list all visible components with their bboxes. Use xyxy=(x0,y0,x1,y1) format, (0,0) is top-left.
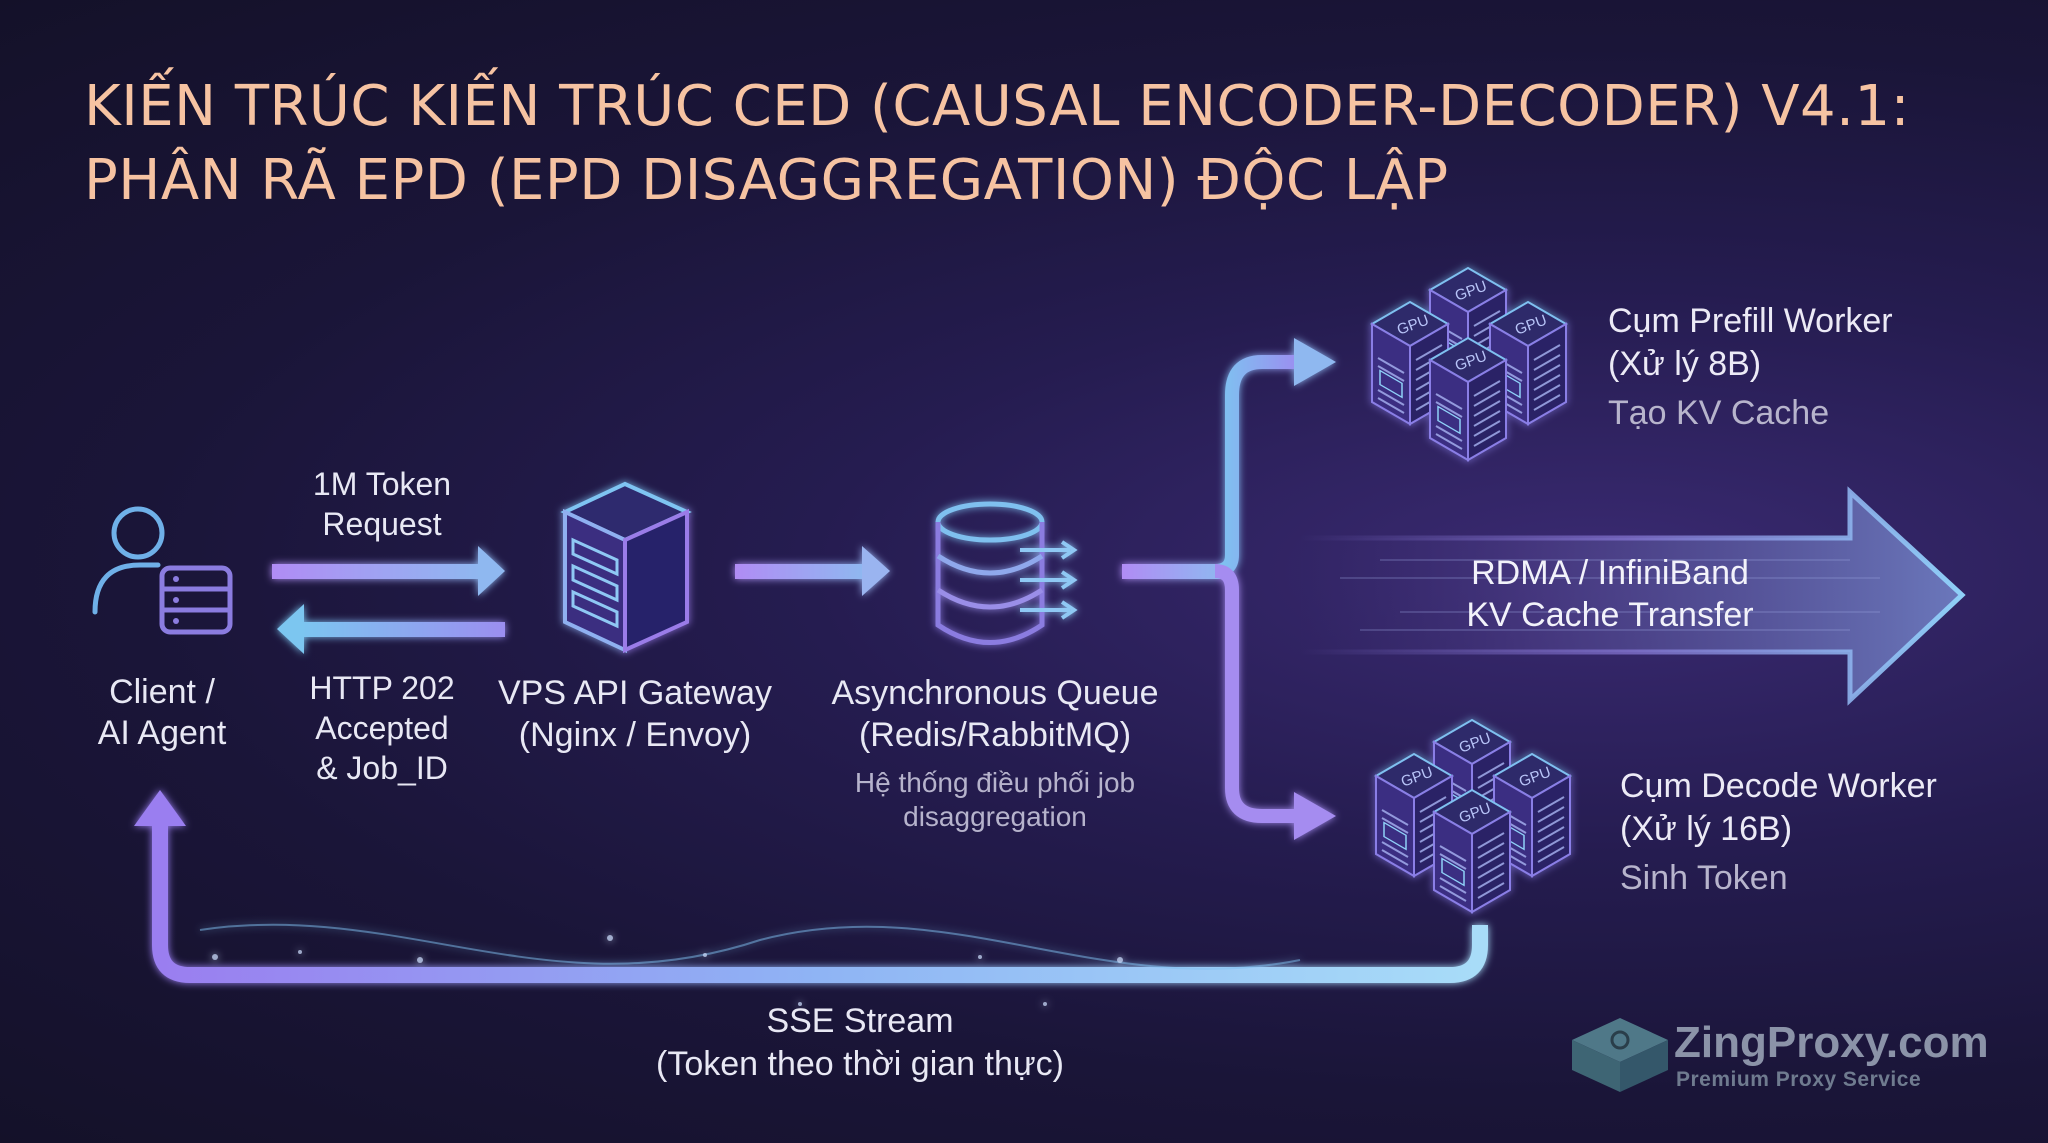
gateway-label: VPS API Gateway (Nginx / Envoy) xyxy=(480,672,790,756)
queue-split-arrows xyxy=(1122,338,1336,840)
rdma-big-arrow xyxy=(1297,486,1966,706)
response-label-line1: HTTP 202 xyxy=(309,670,455,706)
client-label-line1: Client / xyxy=(109,673,215,711)
sse-label-line1: SSE Stream xyxy=(766,1002,954,1040)
rdma-label: RDMA / InfiniBand KV Cache Transfer xyxy=(1410,552,1810,636)
gateway-label-line2: (Nginx / Envoy) xyxy=(518,716,752,754)
rdma-label-line1: RDMA / InfiniBand xyxy=(1471,554,1749,592)
response-label-line2: Accepted xyxy=(315,710,449,746)
request-label-line1: 1M Token xyxy=(312,466,452,502)
response-label-line3: & Job_ID xyxy=(316,750,448,786)
gateway-queue-arrow xyxy=(735,546,890,596)
title-line-1: KIẾN TRÚC KIẾN TRÚC CED (CAUSAL ENCODER-… xyxy=(84,74,1910,139)
prefill-label-line1: Cụm Prefill Worker xyxy=(1608,302,1893,340)
user-server-icon xyxy=(92,506,233,635)
queue-label-line2: (Redis/RabbitMQ) xyxy=(858,716,1132,754)
decode-worker-label: Cụm Decode Worker (Xử lý 16B) Sinh Token xyxy=(1620,765,1937,900)
request-label: 1M Token Request xyxy=(272,464,492,544)
response-label: HTTP 202 Accepted & Job_ID xyxy=(282,668,482,788)
client-label: Client / AI Agent xyxy=(72,672,252,754)
queue-sub-line1: Hệ thống điều phối job xyxy=(854,767,1136,798)
logo-tagline: Premium Proxy Service xyxy=(1676,1068,1922,1091)
prefill-sub: Tạo KV Cache xyxy=(1608,394,1830,432)
logo-name: ZingProxy.com xyxy=(1674,1018,1989,1067)
sse-label-line2: (Token theo thời gian thực) xyxy=(656,1045,1064,1083)
request-label-line2: Request xyxy=(322,506,442,542)
client-label-line2: AI Agent xyxy=(97,713,227,752)
server-icon xyxy=(560,481,692,654)
sse-stream-arrow xyxy=(134,790,1488,1006)
queue-label: Asynchronous Queue (Redis/RabbitMQ) Hệ t… xyxy=(800,672,1190,834)
queue-sub-line2: disaggregation xyxy=(903,801,1087,832)
sse-label: SSE Stream (Token theo thời gian thực) xyxy=(560,1000,1160,1086)
rdma-label-line2: KV Cache Transfer xyxy=(1466,596,1754,634)
prefill-label-line2: (Xử lý 8B) xyxy=(1608,345,1762,383)
request-arrow xyxy=(272,546,505,596)
response-arrow xyxy=(277,604,505,654)
decode-sub: Sinh Token xyxy=(1620,859,1788,897)
prefill-worker-label: Cụm Prefill Worker (Xử lý 8B) Tạo KV Cac… xyxy=(1608,300,1893,435)
queue-label-line1: Asynchronous Queue xyxy=(831,674,1159,712)
decode-label-line2: (Xử lý 16B) xyxy=(1620,810,1793,848)
decode-label-line1: Cụm Decode Worker xyxy=(1620,767,1937,805)
title-line-2: PHÂN RÃ EPD (EPD DISAGGREGATION) ĐỘC LẬP xyxy=(84,148,1449,213)
database-queue-icon xyxy=(935,501,1078,645)
page-title: KIẾN TRÚC KIẾN TRÚC CED (CAUSAL ENCODER-… xyxy=(84,70,1984,218)
logo-icon xyxy=(1572,1018,1668,1092)
gateway-label-line1: VPS API Gateway xyxy=(497,674,773,712)
